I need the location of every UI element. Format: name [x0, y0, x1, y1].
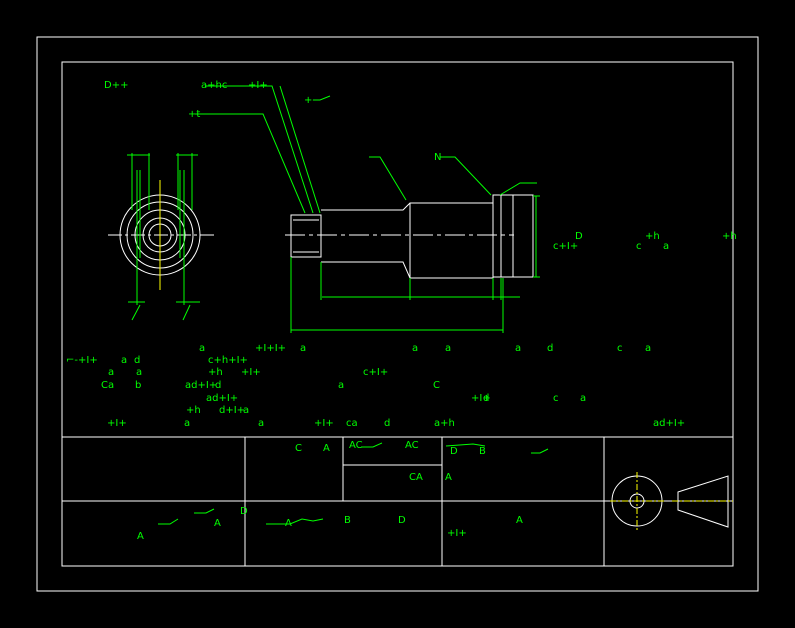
annotation: c+h+I+ [208, 355, 248, 366]
annotation: C [433, 380, 440, 391]
annotation: a [108, 367, 115, 378]
title-block-grid [62, 436, 733, 566]
annotation: a+h [434, 418, 455, 429]
title-block-label: B [344, 515, 351, 526]
annotation: d [547, 343, 554, 354]
outer-border [36, 36, 759, 592]
annotation: +- [304, 95, 316, 106]
projection-centerlines [610, 472, 733, 530]
title-block-label: A [445, 472, 452, 483]
annotation: d [134, 355, 141, 366]
title-block-label: D [450, 446, 458, 457]
annotation: ad+I+ [206, 393, 239, 404]
annotation: N [434, 152, 442, 163]
annotation: +h [186, 405, 201, 416]
annotation: +I+ [314, 418, 334, 429]
annotation: +h [722, 231, 737, 242]
annotation: a [199, 343, 206, 354]
annotation: d+I+ [219, 405, 246, 416]
annotation: Ca [101, 380, 115, 391]
title-block-label: A [516, 515, 523, 526]
title-block-label: AC [349, 440, 363, 451]
annotation: a [184, 418, 191, 429]
title-block-label: A [137, 531, 144, 542]
annotation: c+I+ [553, 241, 579, 252]
annotation: +I+ [107, 418, 127, 429]
title-block-label: CA [409, 472, 423, 483]
annotation: a [338, 380, 345, 391]
annotation: d [384, 418, 391, 429]
annotation: a [243, 405, 250, 416]
annotation: a [515, 343, 522, 354]
annotation: c+I+ [363, 367, 389, 378]
annotation: +h [645, 231, 660, 242]
annotation: a [412, 343, 419, 354]
annotation: +h [208, 367, 223, 378]
title-block-label: +I+ [447, 528, 467, 539]
title-block-label: C [295, 443, 302, 454]
annotation: a+hc [201, 80, 228, 91]
shaft-dimensions [195, 85, 540, 333]
title-block-label: B [479, 446, 486, 457]
annotation: d [215, 380, 222, 391]
annotation: a [258, 418, 265, 429]
annotation: a [300, 343, 307, 354]
annotation: a [580, 393, 587, 404]
annotation: a [645, 343, 652, 354]
annotation: c [617, 343, 623, 354]
annotation: +I+ [248, 80, 268, 91]
annotation: b [135, 380, 142, 391]
annotation: a [663, 241, 670, 252]
annotation: c [636, 241, 642, 252]
end-view-centerlines [108, 180, 215, 290]
annotation: D++ [104, 80, 129, 91]
annotation: +I+I+ [255, 343, 287, 354]
shaft-profile [290, 194, 534, 279]
annotation: ⌐-+I+ [66, 355, 98, 366]
annotation: +t [188, 109, 201, 120]
title-block-label: AC [405, 440, 419, 451]
annotation: a [136, 367, 143, 378]
title-block-label: A [214, 518, 221, 529]
annotation: d [483, 393, 490, 404]
title-block-label: D [240, 506, 248, 517]
annotation: +I+ [241, 367, 261, 378]
end-view-dimensions [127, 153, 200, 321]
annotation: D [575, 231, 583, 242]
annotation: +I+ [471, 393, 491, 404]
annotation: ca [346, 418, 358, 429]
annotation: c [553, 393, 559, 404]
annotation: a [445, 343, 452, 354]
title-block-label: D [398, 515, 406, 526]
inner-border [61, 61, 734, 567]
annotation: ad+I+ [653, 418, 686, 429]
annotation: ad+I+ [185, 380, 218, 391]
title-block-label: A [285, 518, 292, 529]
annotation: a [121, 355, 128, 366]
title-block-label: A [323, 443, 330, 454]
